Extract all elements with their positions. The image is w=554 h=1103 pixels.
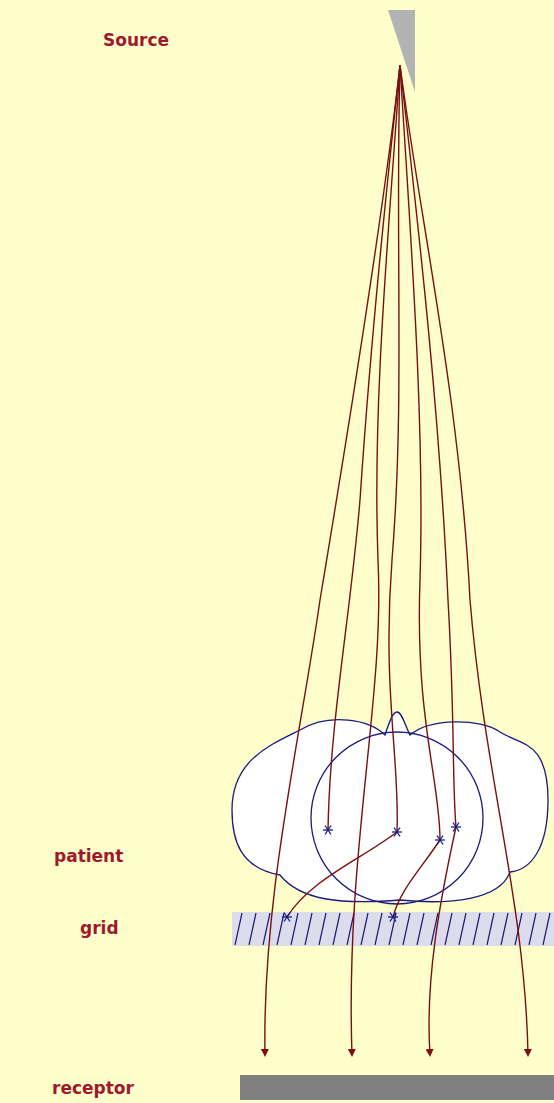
receptor-label: receptor: [52, 1078, 134, 1098]
grid-band: [232, 912, 554, 946]
grid-label: grid: [80, 918, 119, 938]
patient-label: patient: [54, 846, 123, 866]
source-label: Source: [103, 30, 169, 50]
xray-paths: [265, 65, 528, 1055]
grid-lamellae: [232, 912, 554, 946]
patient-outline: [232, 712, 548, 902]
receptor-bar: [240, 1075, 554, 1100]
